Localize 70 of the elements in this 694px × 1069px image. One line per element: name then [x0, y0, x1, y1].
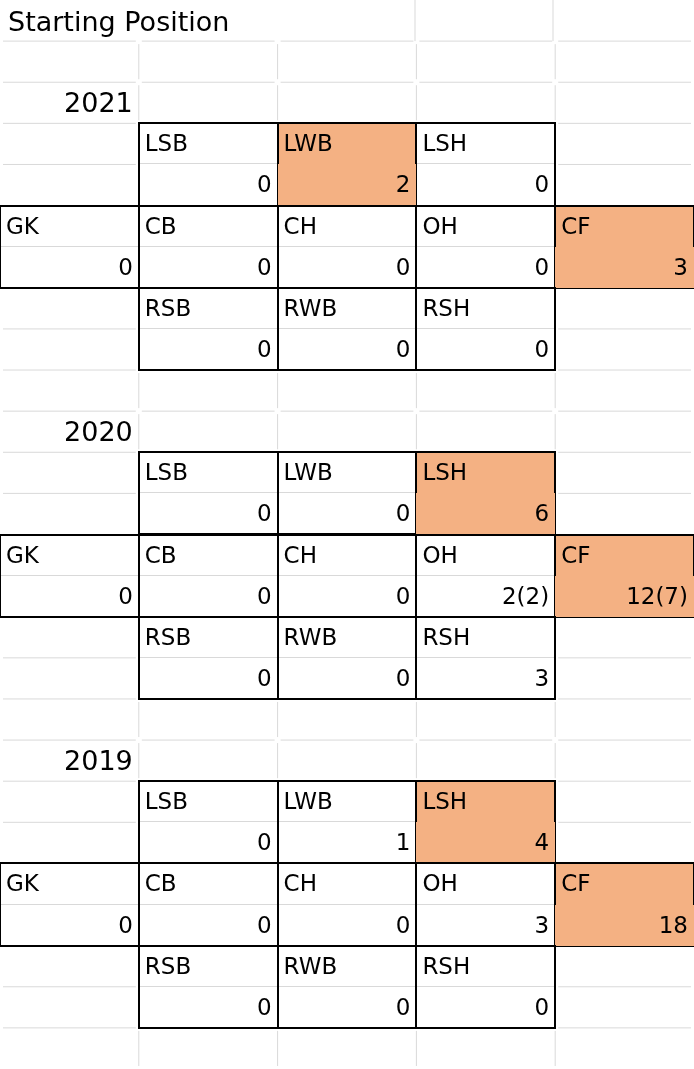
year-heading: 2021 — [63, 86, 134, 121]
starts-count: 0 — [117, 252, 134, 282]
position-label: RWB — [277, 287, 417, 329]
starts-count: 2(2) — [500, 581, 551, 611]
highlighted-starts-count: 12(7) — [555, 575, 694, 617]
year-heading: 2019 — [63, 744, 134, 779]
position-label: OH — [416, 863, 556, 905]
position-label: RWB — [277, 616, 417, 658]
starts-count: 0 — [255, 499, 273, 529]
starts-count: 0 — [394, 992, 412, 1022]
starts-count: 0 — [394, 499, 412, 529]
highlighted-starts-count: 3 — [555, 246, 694, 288]
starts-count: 0 — [255, 910, 273, 940]
starts-count: 0 — [255, 992, 273, 1022]
highlighted-position-label: LWB — [277, 123, 417, 165]
position-label: LSB — [138, 123, 278, 165]
highlighted-starts-count: 2 — [277, 164, 417, 206]
highlighted-position-label: LSH — [416, 781, 556, 823]
starts-count: 0 — [255, 828, 273, 858]
position-label: LWB — [277, 452, 417, 494]
position-label: CH — [277, 534, 417, 576]
starts-count: 0 — [394, 581, 412, 611]
starts-count: 0 — [255, 663, 273, 693]
starts-count: 0 — [533, 334, 551, 364]
position-label: LSH — [416, 123, 556, 165]
position-label: GK — [0, 863, 139, 905]
starts-count: 0 — [117, 910, 134, 940]
highlighted-position-label: LSH — [416, 452, 556, 494]
position-label: OH — [416, 534, 556, 576]
position-label: LWB — [277, 781, 417, 823]
starts-count: 0 — [533, 170, 551, 200]
page-title: Starting Position — [7, 5, 231, 39]
highlighted-position-label: CF — [555, 205, 694, 247]
position-label: CB — [138, 863, 278, 905]
highlighted-starts-count: 6 — [416, 493, 556, 535]
starts-count: 1 — [394, 828, 412, 858]
position-label: GK — [0, 205, 139, 247]
year-heading: 2020 — [63, 415, 134, 450]
position-label: GK — [0, 534, 139, 576]
position-label: RSB — [138, 945, 278, 987]
highlighted-position-label: CF — [555, 534, 694, 576]
starts-count: 0 — [533, 992, 551, 1022]
starts-count: 3 — [533, 663, 551, 693]
starts-count: 0 — [533, 252, 551, 282]
position-label: LSB — [138, 452, 278, 494]
starts-count: 0 — [394, 252, 412, 282]
starts-count: 0 — [255, 170, 273, 200]
starts-count: 0 — [255, 581, 273, 611]
position-label: CH — [277, 205, 417, 247]
position-label: CB — [138, 205, 278, 247]
starts-count: 3 — [533, 910, 551, 940]
position-label: RSH — [416, 287, 556, 329]
position-label: RSH — [416, 616, 556, 658]
starts-count: 0 — [255, 252, 273, 282]
starts-count: 0 — [394, 663, 412, 693]
starts-count: 0 — [255, 334, 273, 364]
position-label: RSH — [416, 945, 556, 987]
position-label: RSB — [138, 287, 278, 329]
position-label: LSB — [138, 781, 278, 823]
highlighted-starts-count: 4 — [416, 822, 556, 864]
starts-count: 0 — [117, 581, 134, 611]
highlighted-starts-count: 18 — [555, 904, 694, 946]
position-label: RWB — [277, 945, 417, 987]
position-label: OH — [416, 205, 556, 247]
highlighted-position-label: CF — [555, 863, 694, 905]
position-label: CB — [138, 534, 278, 576]
starts-count: 0 — [394, 910, 412, 940]
position-label: RSB — [138, 616, 278, 658]
starts-count: 0 — [394, 334, 412, 364]
position-label: CH — [277, 863, 417, 905]
